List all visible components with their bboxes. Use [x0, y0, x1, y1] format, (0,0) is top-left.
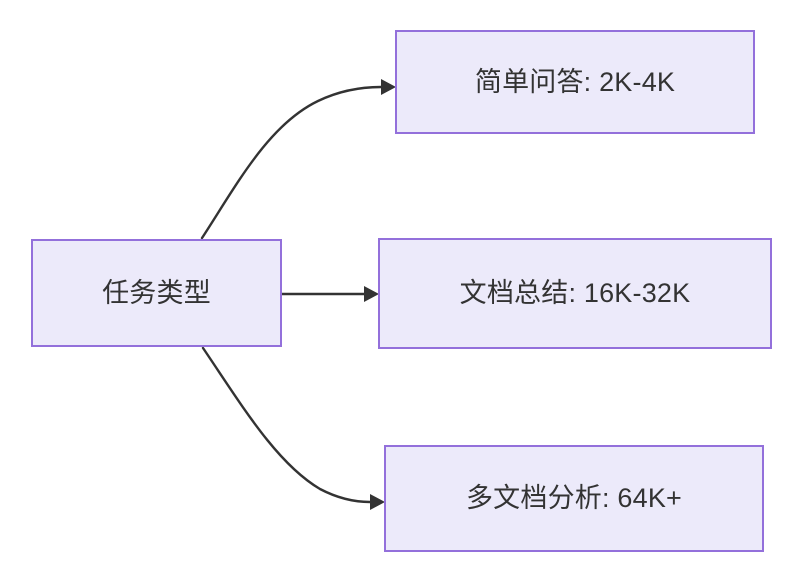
node-multi-doc[interactable]: 多文档分析: 64K+	[384, 445, 764, 552]
edge-source-to-multi-doc-path	[201, 346, 372, 504]
node-doc-summary[interactable]: 文档总结: 16K-32K	[378, 238, 772, 349]
node-multi-doc-label: 多文档分析: 64K+	[465, 483, 682, 514]
node-simple-qa-label: 简单问答: 2K-4K	[474, 66, 676, 97]
node-doc-summary-label: 文档总结: 16K-32K	[459, 278, 691, 309]
edge-source-to-doc-summary	[280, 286, 379, 302]
edge-source-to-simple-qa-arrowhead	[381, 79, 396, 95]
edge-source-to-multi-doc-arrowhead	[370, 494, 385, 510]
edge-source-to-doc-summary-arrowhead	[364, 286, 379, 302]
edge-source-to-simple-qa-path	[200, 85, 383, 240]
node-simple-qa[interactable]: 简单问答: 2K-4K	[395, 30, 755, 134]
edge-source-to-multi-doc	[201, 346, 385, 510]
edge-source-to-simple-qa	[200, 79, 396, 240]
node-task-type-label: 任务类型	[102, 277, 211, 308]
node-task-type[interactable]: 任务类型	[31, 239, 282, 347]
